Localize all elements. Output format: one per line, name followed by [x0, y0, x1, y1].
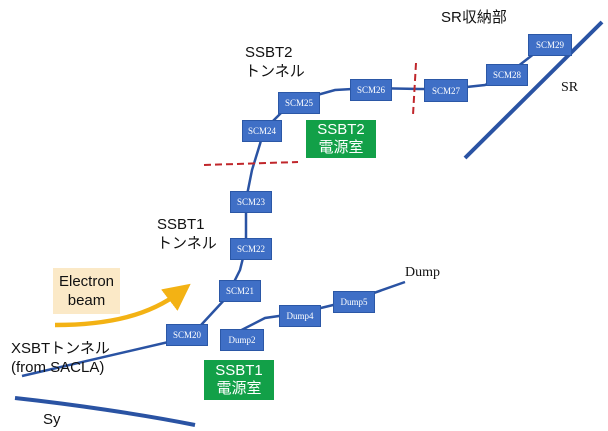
xsbt-tunnel-label-line2: (from SACLA) — [11, 359, 105, 376]
magnet-scm24: SCM24 — [242, 120, 282, 142]
ssbt2-power-room: SSBT2 電源室 — [306, 120, 376, 158]
ssbt1-tunnel-label-line1: SSBT1 — [157, 216, 205, 233]
sy-label: Sy — [43, 411, 61, 428]
electron-beam-arrow — [54, 283, 191, 328]
magnet-scm26: SCM26 — [350, 79, 392, 101]
ssbt2-power-room-line1: SSBT2 — [317, 121, 365, 138]
magnet-scm27: SCM27 — [424, 79, 468, 102]
ssbt1-power-room: SSBT1 電源室 — [204, 360, 274, 400]
electron-beam-label: Electron beam — [53, 268, 120, 314]
ssbt1-power-room-line1: SSBT1 — [215, 362, 263, 379]
magnet-scm25: SCM25 — [278, 92, 320, 114]
dump-label: Dump — [405, 265, 440, 280]
tunnel-boundary-ssbt1-ssbt2 — [203, 161, 299, 166]
xsbt-tunnel-label-line1: XSBTトンネル — [11, 340, 110, 357]
sy-ring-line — [14, 396, 196, 427]
magnet-scm20: SCM20 — [166, 324, 208, 346]
electron-beam-label-line2: beam — [67, 292, 106, 309]
ssbt1-power-room-line2: 電源室 — [216, 380, 262, 397]
magnet-dump4: Dump4 — [279, 305, 321, 327]
magnet-scm21: SCM21 — [219, 280, 261, 302]
magnet-scm28: SCM28 — [486, 64, 528, 86]
magnet-dump5: Dump5 — [333, 291, 375, 313]
magnet-scm29: SCM29 — [528, 34, 572, 56]
ssbt2-power-room-line2: 電源室 — [318, 139, 364, 156]
magnet-scm22: SCM22 — [230, 238, 272, 260]
electron-beam-label-line1: Electron — [58, 273, 115, 290]
xsbt-line — [21, 335, 191, 378]
sr-ring-line — [463, 20, 604, 160]
ssbt2-tunnel-label-line1: SSBT2 — [245, 44, 293, 61]
sr-label: SR — [561, 80, 579, 95]
magnet-dump2: Dump2 — [220, 329, 264, 351]
ssbt2-tunnel-label-line2: トンネル — [245, 63, 305, 80]
ssbt1-tunnel-label-line2: トンネル — [157, 235, 217, 252]
magnet-scm23: SCM23 — [230, 191, 272, 213]
tunnel-boundary-ssbt2-sr — [412, 62, 417, 116]
sr-storage-label: SR収納部 — [441, 9, 507, 26]
